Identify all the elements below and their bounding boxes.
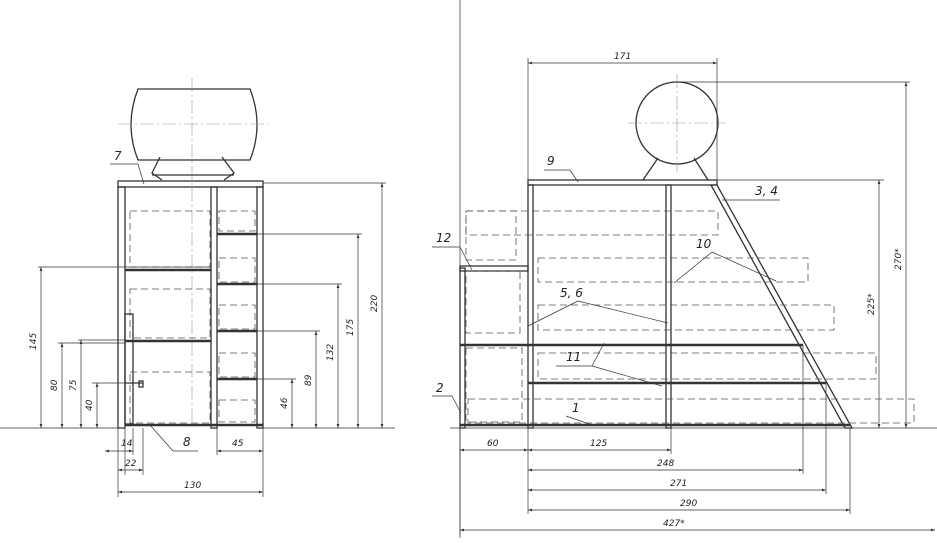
- crate-side-5: [537, 257, 809, 283]
- leader-56b: [577, 300, 669, 324]
- top-plate-front: [117, 180, 264, 188]
- dim-427: 427*: [663, 519, 685, 529]
- dim-60: 60: [487, 439, 499, 449]
- dim-75: 75: [69, 379, 79, 391]
- tank-front: [130, 88, 258, 161]
- side-view: 171 270* 225* 60 125 248 271 290 427* 9 …: [432, 52, 935, 535]
- leader-7b: [137, 163, 145, 185]
- dim-14: 14: [121, 439, 133, 449]
- crate-side-6: [537, 304, 835, 331]
- label-10: 10: [696, 237, 712, 251]
- crate-right-3: [218, 304, 256, 330]
- dim-220: 220: [370, 295, 380, 312]
- leader-10a: [673, 251, 713, 284]
- top-beam-side: [527, 179, 718, 186]
- right-post-front: [256, 186, 264, 429]
- dim-22: 22: [125, 459, 137, 469]
- dim-125: 125: [590, 439, 607, 449]
- leader-10b: [711, 251, 777, 282]
- crate-right-5: [218, 399, 256, 423]
- dim-248: 248: [657, 459, 674, 469]
- crate-right-1: [218, 210, 256, 232]
- label-3-4: 3, 4: [755, 184, 778, 198]
- crate-left-2: [129, 288, 211, 339]
- leader-11b: [591, 342, 605, 367]
- dim-271: 271: [670, 479, 687, 489]
- leader-11c: [591, 365, 663, 387]
- crate-right-4: [218, 352, 256, 378]
- bracket-tip: [138, 380, 144, 388]
- dim-132: 132: [326, 344, 336, 361]
- post-side-left: [527, 184, 534, 429]
- tank-support-right: [221, 156, 235, 181]
- label-1: 1: [572, 401, 580, 415]
- leader-56a: [527, 300, 579, 327]
- leader-12b: [459, 246, 473, 271]
- label-2: 2: [436, 381, 444, 395]
- tank-side-leg-left: [642, 157, 659, 181]
- tank-side-leg-right: [693, 157, 709, 181]
- crate-right-2: [218, 257, 256, 283]
- leader-2b: [451, 395, 462, 414]
- tank-support-left: [151, 156, 163, 181]
- dim-225: 225*: [867, 293, 877, 315]
- crate-side-2: [465, 270, 521, 334]
- leader-9b: [569, 169, 579, 183]
- mid-post-front: [210, 186, 218, 429]
- dim-175: 175: [346, 319, 356, 336]
- dim-130: 130: [184, 481, 201, 491]
- label-7: 7: [114, 149, 122, 163]
- label-9: 9: [547, 154, 555, 168]
- label-12: 12: [436, 231, 451, 245]
- dim-171: 171: [614, 52, 631, 62]
- crate-left-1: [129, 210, 211, 268]
- inner-bracket: [124, 313, 134, 425]
- crate-left-3: [129, 371, 211, 424]
- crate-side-7: [537, 352, 877, 380]
- dim-40: 40: [85, 399, 95, 411]
- crate-side-4: [465, 210, 719, 236]
- crate-side-3: [465, 347, 523, 423]
- crate-side-8: [467, 398, 915, 424]
- crate-side-1: [465, 210, 517, 261]
- left-post-front: [117, 186, 126, 429]
- dim-89: 89: [304, 374, 314, 386]
- post-side-mid: [665, 184, 672, 429]
- label-11: 11: [566, 350, 581, 364]
- label-5-6: 5, 6: [560, 286, 583, 300]
- dim-290: 290: [680, 499, 697, 509]
- dim-46: 46: [280, 397, 290, 409]
- diagonal-brace: [709, 184, 854, 429]
- step-post: [459, 267, 466, 429]
- leader-1: [565, 415, 596, 427]
- leader-8: [149, 424, 174, 452]
- dim-145: 145: [29, 333, 39, 350]
- dim-270: 270*: [894, 248, 904, 270]
- dim-45: 45: [232, 439, 244, 449]
- dim-80: 80: [50, 379, 60, 391]
- label-8: 8: [183, 435, 191, 449]
- front-view: 145 80 75 40 220 175 132 89 46 14 22: [0, 78, 395, 497]
